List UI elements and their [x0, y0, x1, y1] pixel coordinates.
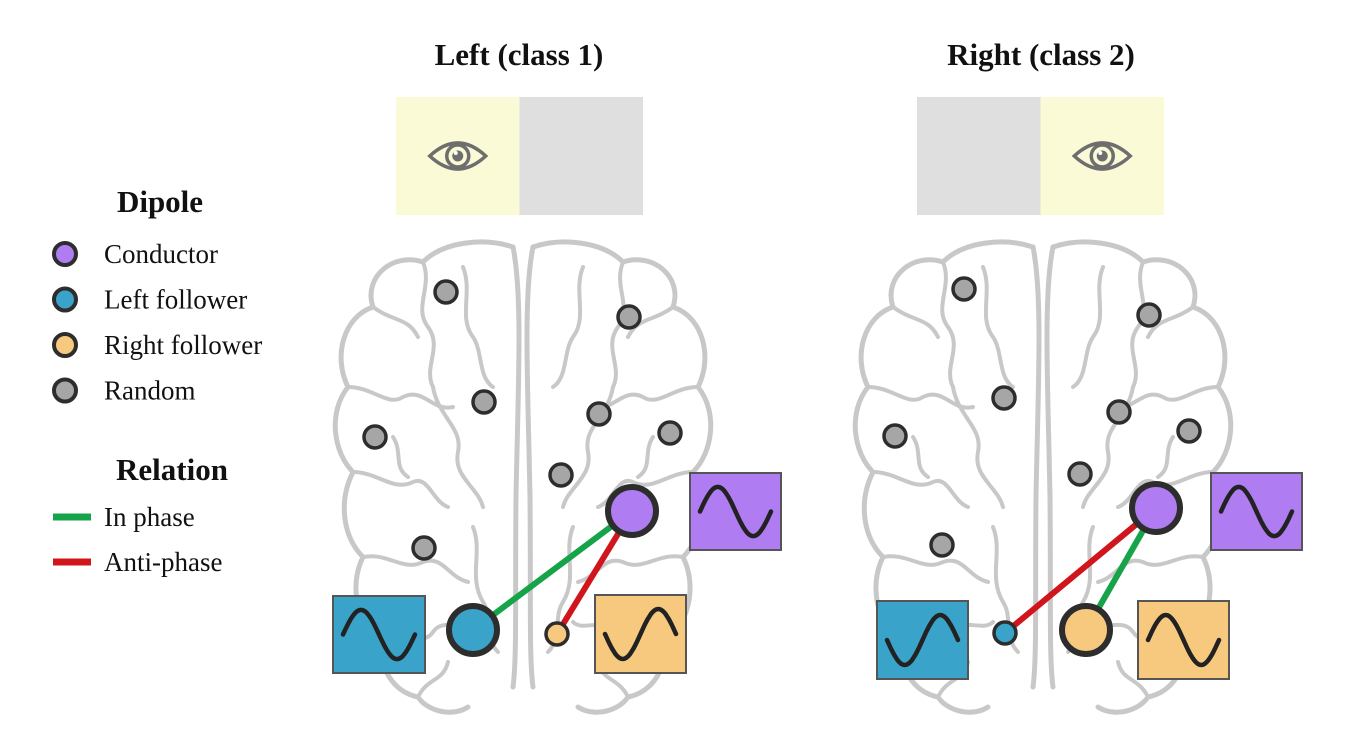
random-dipole — [411, 535, 437, 561]
random-dipole — [929, 532, 955, 558]
random-dipole — [616, 304, 642, 330]
random-dipole — [1106, 399, 1132, 425]
random-dipole — [433, 279, 459, 305]
random-dipole — [1136, 302, 1162, 328]
legend-label-left_follower: Left follower — [104, 285, 247, 315]
right-follower-waveform-box — [1137, 600, 1230, 680]
legend-label-random: Random — [104, 376, 196, 406]
left-follower-dipole — [446, 603, 500, 657]
panel-2: Right (class 2) — [855, 37, 1303, 712]
legend-label-anti_phase: Anti-phase — [104, 547, 222, 577]
eye-icon — [427, 141, 489, 171]
legend-swatch-right_follower — [52, 332, 78, 358]
conductor-waveform-box — [1210, 472, 1303, 551]
legend-swatch-conductor — [52, 241, 78, 267]
legend-swatch-left_follower — [52, 286, 78, 313]
panel-1: Left (class 1) — [332, 37, 782, 712]
left-follower-waveform-box — [332, 595, 426, 674]
conductor-dipole — [605, 484, 659, 538]
waveform — [884, 612, 961, 668]
left-follower-dipole — [992, 620, 1018, 646]
relation-line-left-follower — [471, 508, 634, 633]
legend-swatch-random — [52, 377, 78, 404]
legend-label-conductor: Conductor — [104, 239, 218, 269]
panel-title: Left (class 1) — [435, 37, 604, 72]
random-dipole — [1067, 461, 1093, 487]
visual-field-right — [519, 97, 643, 215]
random-dipole — [362, 424, 388, 450]
visual-field-left — [917, 97, 1041, 215]
conductor-waveform-box — [689, 472, 782, 551]
legend-dipole-title: Dipole — [117, 184, 203, 219]
right-follower-dipole — [1059, 603, 1113, 657]
random-dipole — [657, 420, 683, 446]
legend-label-right_follower: Right follower — [104, 330, 262, 360]
waveform — [697, 484, 774, 539]
legend-relation-title: Relation — [116, 452, 228, 487]
panel-title: Right (class 2) — [947, 37, 1135, 72]
random-dipole — [882, 423, 908, 449]
random-dipole — [1176, 418, 1202, 444]
waveform — [1218, 484, 1295, 539]
eye-icon — [1071, 141, 1133, 171]
waveform — [1145, 612, 1222, 668]
right-follower-dipole — [544, 621, 570, 647]
random-dipole — [586, 401, 612, 427]
left-follower-waveform-box — [876, 600, 969, 680]
waveform — [340, 607, 418, 662]
legend-label-in_phase: In phase — [104, 502, 195, 532]
random-dipole — [471, 389, 497, 415]
random-dipole — [548, 462, 574, 488]
waveform — [602, 606, 679, 662]
panels: Left (class 1) Right (class 2) — [332, 37, 1303, 712]
right-follower-waveform-box — [594, 594, 687, 674]
conductor-dipole — [1129, 481, 1183, 535]
relation-line-left-follower — [1003, 505, 1158, 636]
random-dipole — [951, 276, 977, 302]
random-dipole — [991, 385, 1017, 411]
